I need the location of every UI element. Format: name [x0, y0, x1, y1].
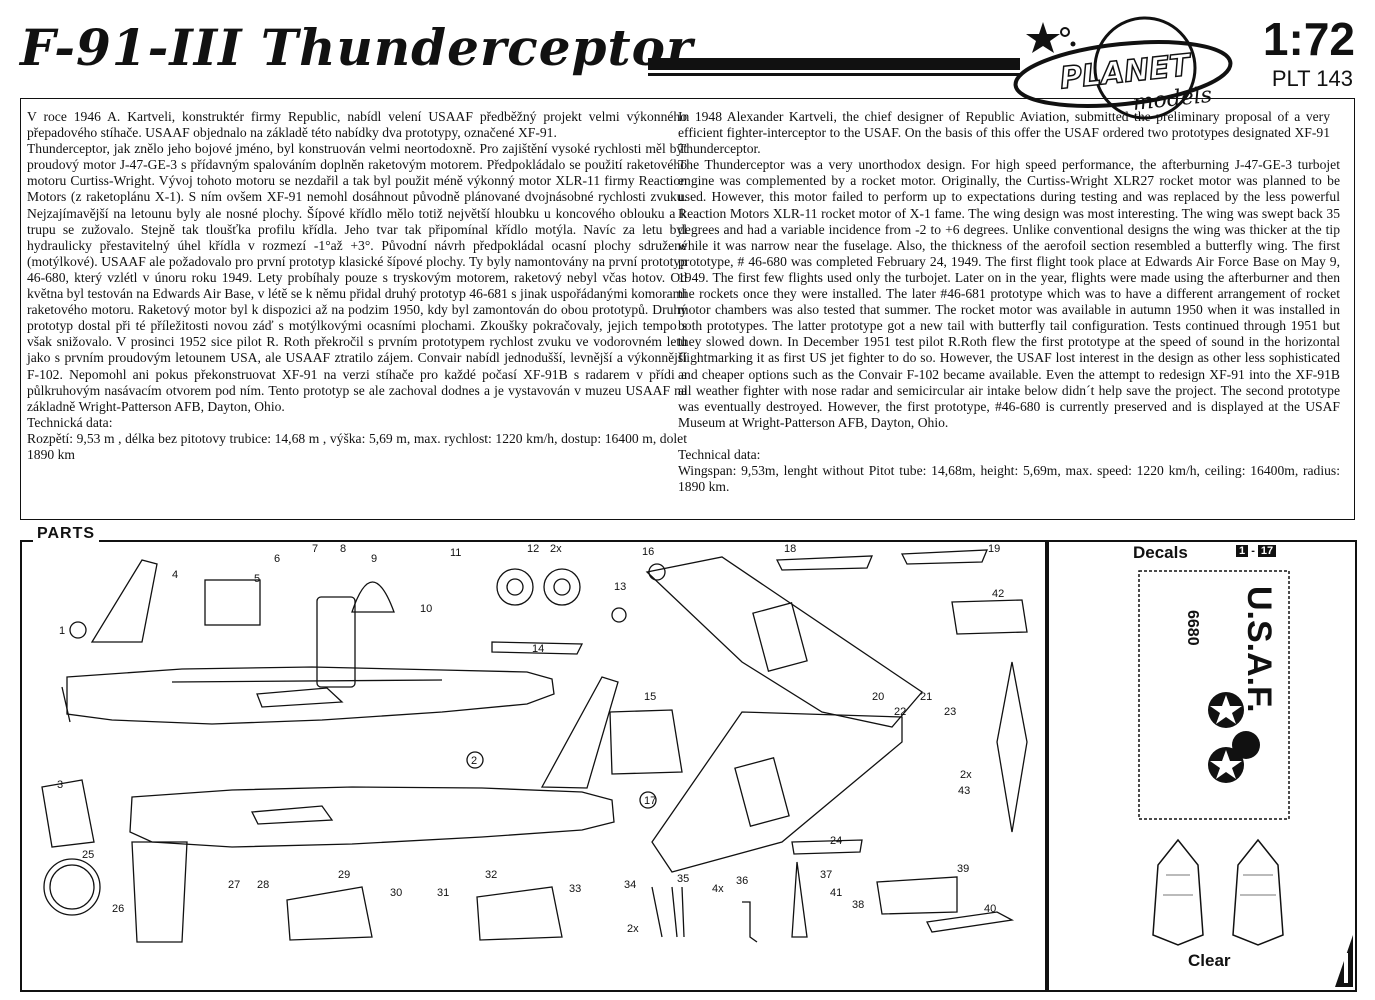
part-number-31: 31 — [437, 887, 449, 899]
part-number-38: 38 — [852, 899, 864, 911]
czech-tech-title: Technická data: — [27, 414, 113, 430]
part-number-18: 18 — [784, 543, 796, 555]
page-mark — [1335, 935, 1353, 987]
logo-small-star-icon — [1060, 27, 1070, 37]
decal-serial-marking: 6680 — [1184, 610, 1201, 646]
part-number-32: 32 — [485, 869, 497, 881]
part-number-34: 34 — [624, 879, 636, 891]
part-number-17: 17 — [644, 795, 656, 807]
decal-range-from: 1 — [1236, 545, 1249, 557]
english-paragraph-2: The Thunderceptor was a very unorthodox … — [678, 157, 1340, 430]
part-qty-12: 2x — [550, 543, 562, 555]
title-underline-thick — [648, 58, 1020, 70]
part-number-30: 30 — [390, 887, 402, 899]
part-number-25: 25 — [82, 849, 94, 861]
part-number-12: 12 — [527, 543, 539, 555]
part-qty-36: 4x — [712, 883, 724, 895]
english-tech-data: Wingspan: 9,53m, lenght without Pitot tu… — [678, 462, 1340, 495]
part-number-8: 8 — [340, 543, 346, 555]
part-number-13: 13 — [614, 581, 626, 593]
part-number-11: 11 — [450, 547, 461, 559]
english-paragraph-1: In 1948 Alexander Kartveli, the chief de… — [678, 109, 1330, 157]
decal-sheet: U.S.A.F. 6680 — [1138, 570, 1290, 820]
part-number-26: 26 — [112, 903, 124, 915]
wing-lower — [639, 711, 903, 873]
kit-code: PLT 143 — [1271, 66, 1353, 91]
english-column: In 1948 Alexander Kartveli, the chief de… — [678, 109, 1340, 495]
scale-label: 1:72 — [1262, 13, 1355, 65]
decal-national-insignia — [1208, 692, 1260, 783]
english-tech-title: Technical data: — [678, 446, 761, 462]
title-underline-thin — [648, 73, 1020, 76]
part-number-43: 43 — [958, 785, 970, 797]
part-number-14: 14 — [532, 643, 544, 655]
parts-decals-divider — [1045, 540, 1049, 990]
czech-paragraph-1: V roce 1946 A. Kartveli, konstruktér fir… — [27, 109, 687, 141]
decals-label: Decals — [1133, 543, 1188, 562]
part-number-1: 1 — [59, 625, 65, 637]
parts-drawing: 1 2 3 4 5 6 7 8 9 10 11 12 2x 13 14 15 1… — [41, 543, 1028, 943]
part-number-28: 28 — [257, 879, 269, 891]
history-text-box: V roce 1946 A. Kartveli, konstruktér fir… — [20, 98, 1355, 520]
decal-usaf-marking: U.S.A.F. — [1240, 586, 1278, 713]
part-number-23: 23 — [944, 706, 956, 718]
fuselage-half-left — [61, 559, 555, 725]
part-number-2: 2 — [471, 755, 477, 767]
part-number-42: 42 — [992, 588, 1004, 600]
part-number-21: 21 — [920, 691, 932, 703]
czech-column: V roce 1946 A. Kartveli, konstruktér fir… — [27, 109, 687, 463]
part-number-37: 37 — [820, 869, 832, 881]
part-number-15: 15 — [644, 691, 656, 703]
parts-label: PARTS — [33, 525, 100, 543]
part-number-29: 29 — [338, 869, 350, 881]
page-title: F-91-III Thunderceptor — [20, 18, 694, 77]
part-number-5: 5 — [254, 573, 260, 585]
part-qty-34: 2x — [627, 923, 639, 935]
small-parts — [41, 549, 1028, 943]
part-number-20: 20 — [872, 691, 884, 703]
decal-range-separator: - — [1251, 545, 1255, 557]
part-number-22: 22 — [894, 706, 906, 718]
part-number-19: 19 — [988, 543, 1000, 555]
part-number-6: 6 — [274, 553, 280, 565]
parts-frame — [20, 540, 1357, 992]
clear-canopies — [1152, 838, 1284, 946]
part-number-36: 36 — [736, 875, 748, 887]
czech-tech-data: Rozpětí: 9,53 m , délka bez pitotovy tru… — [27, 430, 687, 462]
part-number-33: 33 — [569, 883, 581, 895]
part-number-3: 3 — [57, 779, 63, 791]
part-number-39: 39 — [957, 863, 969, 875]
part-number-7: 7 — [312, 543, 318, 555]
part-number-9: 9 — [371, 553, 377, 565]
part-number-27: 27 — [228, 879, 240, 891]
logo-star-icon — [1026, 22, 1060, 53]
part-number-4: 4 — [172, 569, 178, 581]
part-qty-43: 2x — [960, 769, 972, 781]
part-number-10: 10 — [420, 603, 432, 615]
planet-models-logo: PLANET models — [1013, 16, 1233, 120]
czech-paragraph-2: Thunderceptor, jak znělo jeho bojové jmé… — [27, 141, 687, 414]
part-number-24: 24 — [830, 835, 842, 847]
wing-upper — [645, 556, 923, 728]
decal-range-to: 17 — [1257, 545, 1277, 557]
clear-label: Clear — [1188, 951, 1231, 970]
part-number-35: 35 — [677, 873, 689, 885]
part-number-16: 16 — [642, 546, 654, 558]
fuselage-half-right — [129, 676, 619, 848]
part-number-41: 41 — [830, 887, 842, 899]
part-number-40: 40 — [984, 903, 996, 915]
decal-range: 1 - 17 — [1236, 545, 1277, 557]
